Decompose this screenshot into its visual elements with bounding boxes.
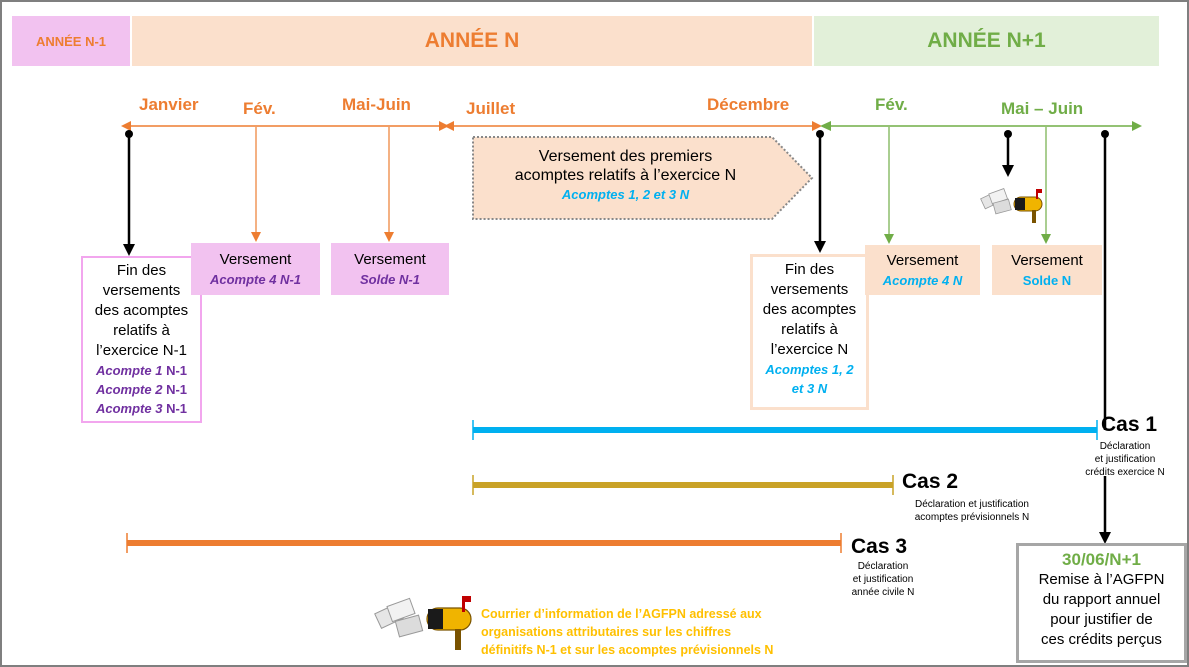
fin-n1-acompte3: Acompte 3 N-1: [83, 399, 200, 418]
mailbox-icon-envelopes: [374, 597, 424, 638]
vers-solde-n-sub: Solde N: [1022, 273, 1072, 288]
mailbox-icon-envelopes: [980, 188, 1012, 215]
arrow-box-shape: [472, 136, 814, 220]
fin-n1-acompte3-suffix: N-1: [162, 401, 188, 416]
fin-n-line5: l’exercice N: [770, 341, 849, 358]
cas1-desc1: Déclaration: [1099, 441, 1151, 452]
fin-n-sub2: et 3 N: [791, 381, 828, 396]
box-versement-acompte4-n1: Versement Acompte 4 N-1: [191, 243, 320, 295]
vers-a4-n1-sub: Acompte 4 N-1: [209, 272, 302, 287]
box-versement-solde-n: Versement Solde N: [992, 245, 1102, 295]
final-line4: ces crédits perçus: [1041, 631, 1162, 648]
cas2-description: Déclaration et justification acomptes pr…: [897, 498, 1047, 524]
fin-n-line4: relatifs à: [781, 321, 838, 338]
vers-a4-n-sub: Acompte 4 N: [882, 273, 963, 288]
year-label-current: ANNÉE N: [424, 29, 520, 52]
cas1-desc2: et justification: [1094, 454, 1156, 465]
fin-n1-line4: relatifs à: [113, 322, 170, 339]
vers-a4-n1-title: Versement: [219, 251, 292, 268]
mailbox-icon-box: [1013, 189, 1043, 223]
arrow-box-line1: Versement des premiers: [538, 148, 713, 165]
year-label-next: ANNÉE N+1: [927, 29, 1046, 52]
fin-n1-line1: Fin des: [116, 262, 167, 279]
fin-n-sub1: Acomptes 1, 2: [765, 362, 854, 377]
box-fin-versements-n1: Fin des versements des acomptes relatifs…: [81, 256, 202, 423]
cas3-desc2: et justification: [852, 574, 914, 585]
courrier-line3: définitifs N-1 et sur les acomptes prévi…: [481, 643, 774, 657]
fin-n-line3: des acomptes: [762, 301, 857, 318]
fin-n1-line3: des acomptes: [94, 302, 189, 319]
arrow-box-sub: Acomptes 1, 2 et 3 N: [561, 187, 690, 202]
year-band-next: ANNÉE N+1: [814, 16, 1159, 66]
courrier-line2: organisations attributaires sur les chif…: [481, 625, 732, 639]
box-versement-acompte4-n: Versement Acompte 4 N: [865, 245, 980, 295]
year-label-prev: ANNÉE N-1: [35, 33, 107, 49]
final-line3: pour justifier de: [1050, 611, 1153, 628]
month-janvier: Janvier: [139, 95, 199, 114]
vers-solde-n-title: Versement: [1011, 252, 1083, 269]
vers-solde-n1-title: Versement: [354, 251, 426, 268]
cas2-desc2: acomptes prévisionnels N: [914, 512, 1030, 523]
fin-n1-acompte1: Acompte 1 N-1: [83, 361, 200, 380]
month-decembre: Décembre: [707, 95, 790, 114]
box-fin-versements-n: Fin des versements des acomptes relatifs…: [750, 254, 869, 410]
courrier-line1: Courrier d’information de l’AGFPN adress…: [481, 607, 762, 621]
fin-n1-acompte2: Acompte 2 N-1: [83, 380, 200, 399]
vers-solde-n1-sub: Solde N-1: [360, 272, 420, 287]
fin-n1-acompte3-italic: Acompte 3: [95, 401, 163, 416]
final-line2: du rapport annuel: [1042, 591, 1161, 608]
courrier-text: Courrier d’information de l’AGFPN adress…: [481, 605, 881, 659]
cas1-description: Déclaration et justification crédits exe…: [1077, 440, 1173, 479]
year-band-prev: ANNÉE N-1: [12, 16, 130, 66]
cas2-desc1: Déclaration et justification: [915, 499, 1029, 510]
fin-n1-acompte2-suffix: N-1: [162, 382, 188, 397]
month-mai-juin: Mai-Juin: [342, 95, 411, 114]
fin-n-line1: Fin des: [784, 261, 835, 278]
fin-n1-acompte1-suffix: N-1: [162, 363, 188, 378]
box-remise-rapport: 30/06/N+1 Remise à l’AGFPN du rapport an…: [1016, 543, 1187, 663]
mailbox-icon: [980, 188, 1043, 223]
arrow-box-line2: acomptes relatifs à l’exercice N: [514, 167, 737, 184]
vers-a4-n-title: Versement: [886, 252, 959, 269]
mailbox-icon: [374, 596, 472, 650]
cas2-title: Cas 2: [902, 470, 959, 493]
cas3-desc1: Déclaration: [857, 561, 909, 572]
final-line1: Remise à l’AGFPN: [1038, 571, 1165, 588]
fin-n1-acompte1-italic: Acompte 1: [95, 363, 163, 378]
month-juillet: Juillet: [466, 99, 516, 118]
box-versement-solde-n1: Versement Solde N-1: [331, 243, 449, 295]
arrow-box-text: Versement des premiers acomptes relatifs…: [478, 147, 773, 204]
final-date: 30/06/N+1: [1062, 550, 1141, 569]
fin-n1-acompte2-italic: Acompte 2: [95, 382, 163, 397]
fin-n1-line5: l’exercice N-1: [96, 342, 187, 359]
year-band-current: ANNÉE N: [132, 16, 812, 66]
fin-n1-line2: versements: [102, 282, 181, 299]
fin-n-line2: versements: [770, 281, 849, 298]
mailbox-icon-box: [426, 596, 472, 650]
cas1-desc3: crédits exercice N: [1085, 467, 1165, 478]
cas3-title: Cas 3: [851, 535, 908, 558]
timeline-green-start-arrow: [820, 121, 831, 131]
month-mai-juin-next: Mai – Juin: [1001, 99, 1084, 118]
cas3-description: Déclaration et justification année civil…: [838, 560, 928, 599]
cas3-desc3: année civile N: [851, 587, 915, 598]
month-fev: Fév.: [243, 99, 276, 118]
cas1-title: Cas 1: [1101, 413, 1158, 436]
month-fev-next: Fév.: [875, 95, 908, 114]
